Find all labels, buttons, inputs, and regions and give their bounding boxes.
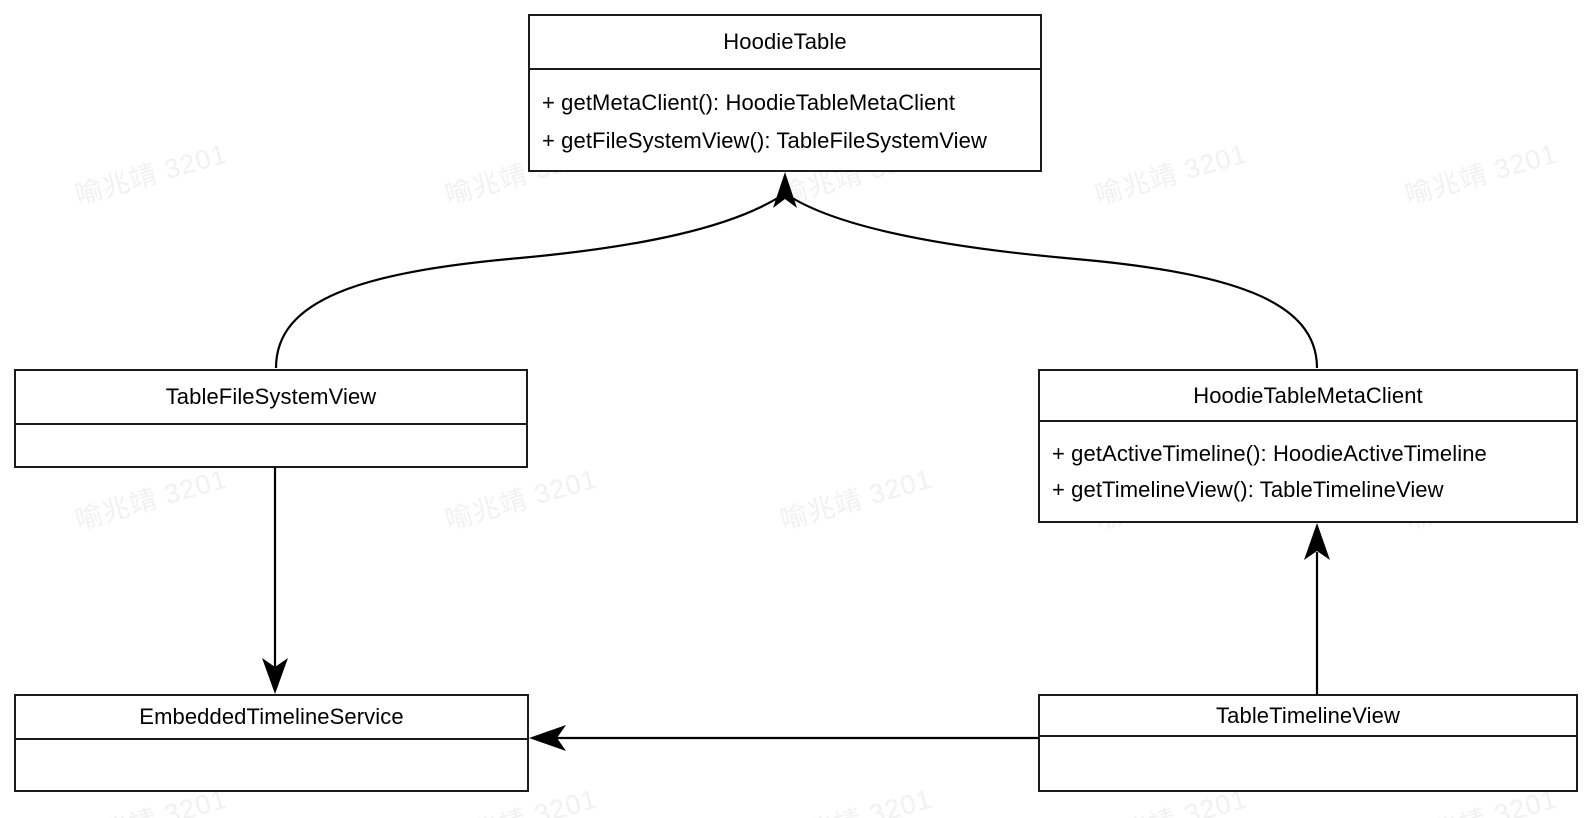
watermark-text: 喻兆靖 3201	[1401, 138, 1561, 211]
class-box-table-file-system-view[interactable]: TableFileSystemView	[14, 369, 528, 468]
watermark-text: 喻兆靖 3201	[776, 463, 936, 536]
watermark-text: 喻兆靖 3201	[775, 777, 936, 818]
class-members-hoodie-table: + getMetaClient(): HoodieTableMetaClient…	[530, 70, 1040, 169]
connector-table-timeline-view-to-hoodie-table-meta-client	[1304, 523, 1330, 694]
class-member: + getFileSystemView(): TableFileSystemVi…	[542, 127, 987, 153]
class-box-hoodie-table[interactable]: HoodieTable + getMetaClient(): HoodieTab…	[528, 14, 1042, 172]
watermark-text: 喻兆靖 3201	[1091, 138, 1251, 211]
watermark-text: 喻兆靖 3201	[71, 463, 231, 536]
class-member: + getTimelineView(): TableTimelineView	[1052, 477, 1444, 502]
watermark-text: 喻兆靖 3201	[71, 138, 231, 211]
arrowhead-into-hoodie-table	[773, 172, 797, 208]
connector-table-file-system-view-to-hoodie-table	[274, 195, 782, 369]
connector-hoodie-table-meta-client-to-hoodie-table	[788, 195, 1319, 369]
class-name-table-timeline-view: TableTimelineView	[1040, 696, 1576, 737]
class-box-table-timeline-view[interactable]: TableTimelineView	[1038, 694, 1578, 792]
class-members-hoodie-table-meta-client: + getActiveTimeline(): HoodieActiveTimel…	[1040, 422, 1576, 520]
class-box-embedded-timeline-service[interactable]: EmbeddedTimelineService	[14, 694, 529, 792]
class-name-embedded-timeline-service: EmbeddedTimelineService	[16, 696, 527, 740]
class-members-embedded-timeline-service	[16, 740, 527, 789]
class-members-table-file-system-view	[16, 425, 526, 465]
class-name-table-file-system-view: TableFileSystemView	[16, 371, 526, 425]
class-name-hoodie-table-meta-client: HoodieTableMetaClient	[1040, 371, 1576, 422]
class-members-table-timeline-view	[1040, 737, 1576, 789]
watermark-text: 喻兆靖 3201	[441, 463, 601, 536]
class-name-hoodie-table: HoodieTable	[530, 16, 1040, 70]
connector-table-file-system-view-to-embedded-timeline-service	[262, 468, 288, 694]
class-member: + getActiveTimeline(): HoodieActiveTimel…	[1052, 441, 1487, 466]
class-box-hoodie-table-meta-client[interactable]: HoodieTableMetaClient + getActiveTimelin…	[1038, 369, 1578, 523]
class-member: + getMetaClient(): HoodieTableMetaClient	[542, 89, 956, 115]
